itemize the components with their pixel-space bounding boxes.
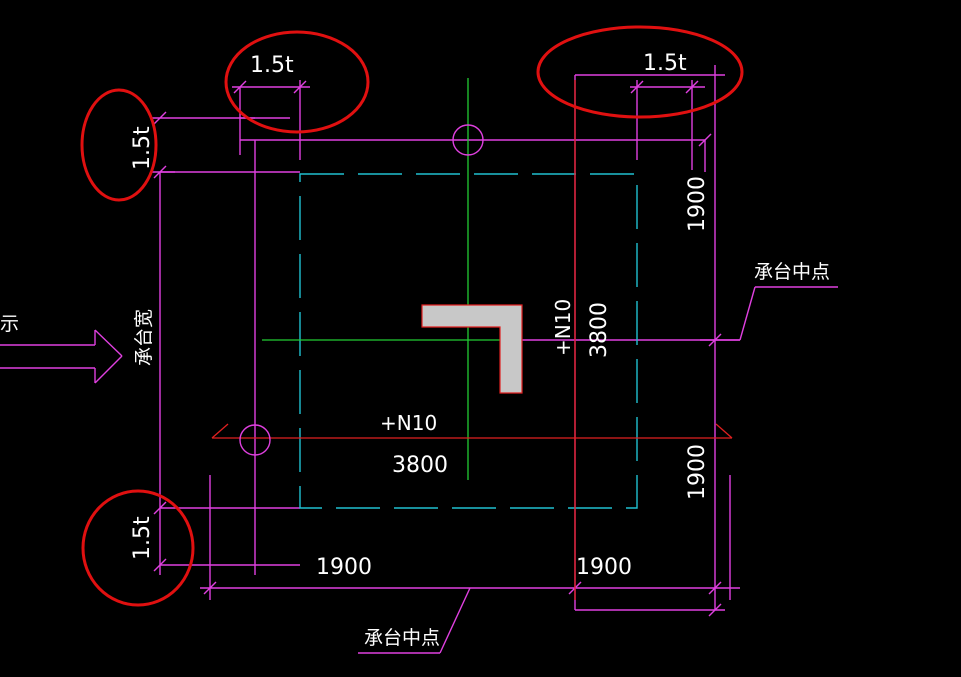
- column-outline-dashed: [299, 173, 638, 509]
- dimension-right-bottom: 1900: [685, 444, 710, 500]
- dimension-bottom-right: 1900: [576, 555, 632, 580]
- offset-label-top-left: 1.5t: [250, 53, 294, 78]
- dimension-bottom-left: 1900: [316, 555, 372, 580]
- note-cut-off-left: 示: [0, 313, 19, 335]
- dimension-right-top: 1900: [685, 176, 710, 232]
- axis-label-vertical: +N10: [551, 299, 575, 356]
- l-shaped-column: [421, 304, 523, 394]
- green-axis-lines: [262, 78, 520, 480]
- note-pile-cap-width: 承台宽: [133, 309, 155, 366]
- red-axis-lines: [211, 80, 733, 600]
- note-pile-cap-center-bottom: 承台中点: [364, 627, 440, 649]
- axis-bubble-top: [452, 124, 484, 156]
- highlight-ellipses: [80, 25, 744, 607]
- dimension-vertical-total: 3800: [587, 302, 612, 358]
- dimension-lines: [0, 65, 838, 654]
- offset-label-left-bottom: 1.5t: [130, 516, 155, 560]
- offset-label-top-right: 1.5t: [643, 51, 687, 76]
- offset-label-left-top: 1.5t: [130, 126, 155, 170]
- dimension-horizontal-total: 3800: [392, 453, 448, 478]
- axis-label-horizontal: +N10: [380, 411, 437, 435]
- note-pile-cap-center-right: 承台中点: [754, 261, 830, 283]
- axis-bubble-left: [239, 424, 271, 456]
